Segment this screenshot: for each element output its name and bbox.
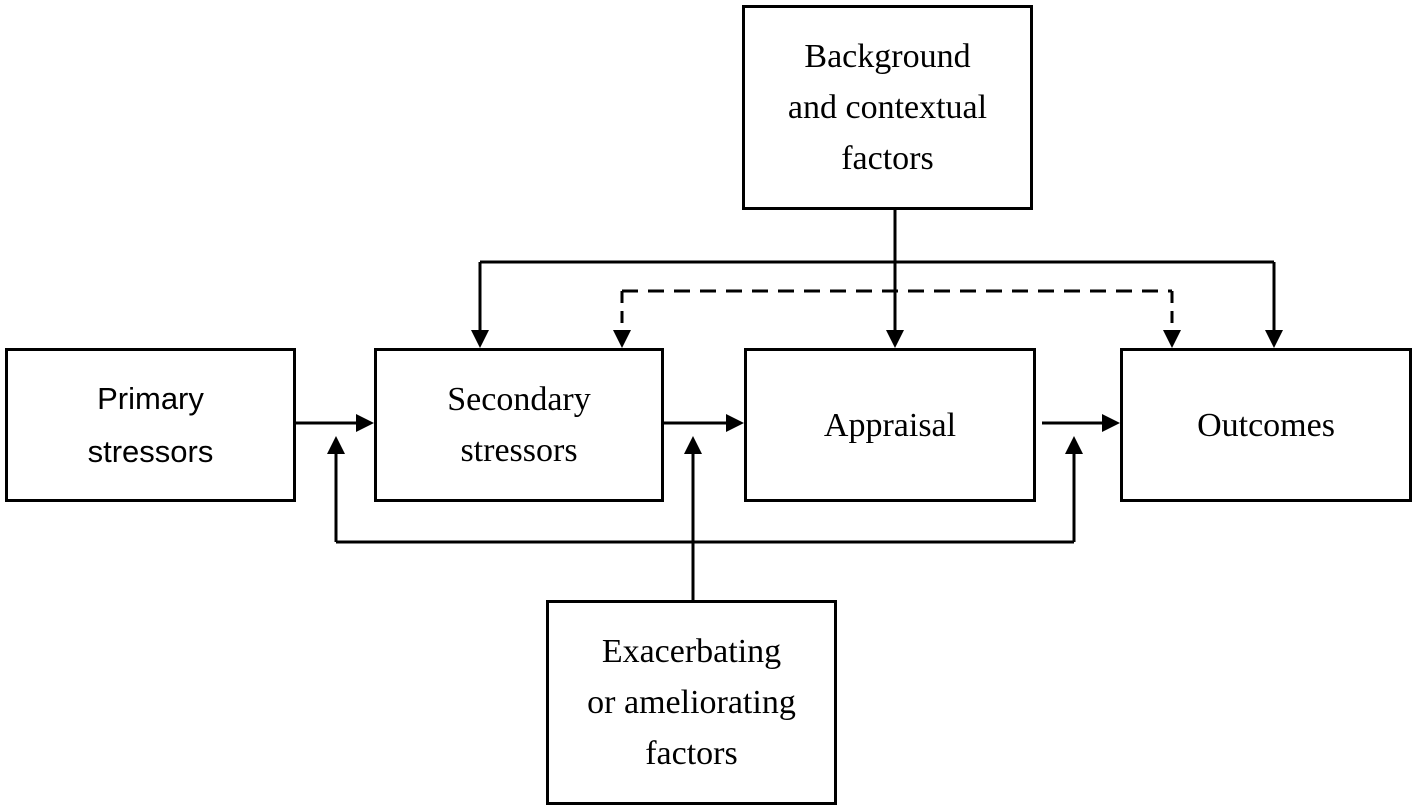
arrowhead-appraisal-to-outcomes [1102,414,1120,432]
node-background-line-1: Background [804,38,971,75]
node-outcomes-line-1: Outcomes [1197,406,1335,444]
arrowhead-exacerbating-to-secondary-appraisal-link [684,436,702,454]
node-background-line-3: factors [841,140,934,177]
node-primary-stressors: Primary stressors [5,348,296,502]
arrowhead-background-to-outcomes [1265,330,1283,348]
node-exacerbating-factors: Exacerbating or ameliorating factors [546,600,837,805]
node-appraisal-label: Appraisal [824,400,956,451]
arrowhead-primary-to-secondary [356,414,374,432]
node-primary-line-1: Primary [97,381,204,416]
node-exacerbating-label: Exacerbating or ameliorating factors [587,626,796,779]
arrowhead-secondary-to-appraisal [726,414,744,432]
arrowhead-exacerbating-to-primary-secondary-link [327,436,345,454]
node-secondary-stressors: Secondary stressors [374,348,664,502]
node-primary-line-2: stressors [87,434,214,469]
node-background-factors: Background and contextual factors [742,5,1033,210]
node-exacerbating-line-2: or ameliorating [587,684,796,721]
arrowhead-background-to-appraisal [886,330,904,348]
node-secondary-label: Secondary stressors [447,374,591,476]
arrowhead-background-to-secondary [471,330,489,348]
node-outcomes: Outcomes [1120,348,1412,502]
node-secondary-line-2: stressors [460,432,578,469]
arrowhead-dashed-to-outcomes [1163,330,1181,348]
node-background-label: Background and contextual factors [788,31,987,184]
node-appraisal: Appraisal [744,348,1036,502]
arrowhead-dashed-to-secondary [613,330,631,348]
node-secondary-line-1: Secondary [447,381,591,418]
node-appraisal-line-1: Appraisal [823,406,957,444]
node-exacerbating-line-3: factors [645,735,738,772]
node-primary-label: Primary stressors [88,372,214,478]
node-background-line-2: and contextual [787,89,988,126]
node-exacerbating-line-1: Exacerbating [601,633,782,670]
node-outcomes-label: Outcomes [1197,400,1335,451]
arrowhead-exacerbating-to-appraisal-outcomes-link [1065,436,1083,454]
